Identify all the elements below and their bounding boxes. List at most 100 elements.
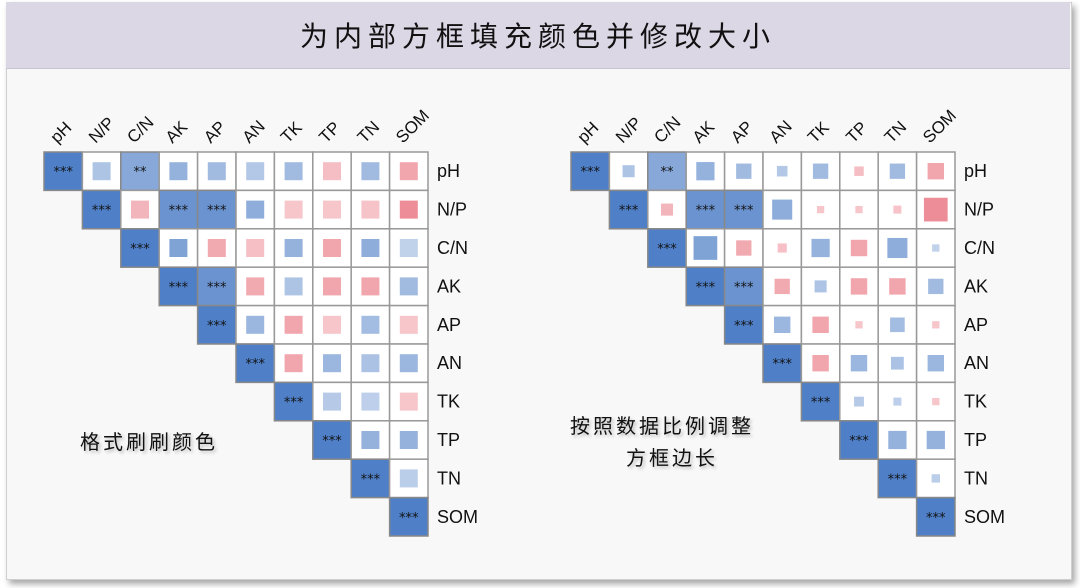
correlation-square (169, 239, 188, 257)
correlation-square (693, 236, 718, 260)
correlation-square (284, 162, 303, 181)
correlation-square (323, 200, 341, 219)
correlation-square (399, 239, 418, 257)
correlation-square (927, 162, 945, 180)
matrix-cell (235, 304, 276, 345)
slide-title: 为内部方框填充颜色并修改大小 (299, 20, 776, 53)
significance-stars: *** (53, 165, 73, 180)
correlation-square (246, 277, 265, 296)
correlation-square (246, 315, 265, 334)
significance-stars: *** (734, 204, 754, 219)
significance-stars: ** (661, 165, 675, 180)
correlation-square (246, 162, 265, 181)
correlation-square (932, 397, 940, 406)
correlation-square (284, 354, 303, 373)
matrix-cell (350, 304, 391, 345)
significance-stars: *** (888, 472, 908, 487)
significant-cell (608, 189, 649, 230)
row-label: SOM (964, 507, 1005, 527)
correlation-square (812, 316, 829, 334)
significant-cell (647, 228, 687, 268)
column-label: AK (689, 117, 719, 147)
correlation-square (284, 239, 303, 257)
correlation-square (361, 162, 380, 181)
correlation-square (932, 244, 940, 252)
correlation-square (399, 162, 418, 181)
significance-stars: *** (92, 204, 112, 219)
correlation-square (889, 278, 906, 295)
correlation-square (850, 278, 868, 295)
correlation-square (399, 431, 418, 449)
column-label: N/P (612, 113, 645, 146)
correlation-square (932, 321, 940, 329)
significant-cell (800, 381, 841, 422)
correlation-square (891, 356, 904, 370)
row-label: TK (964, 392, 987, 412)
significant-cell (312, 420, 352, 460)
significant-cell (120, 151, 160, 192)
row-label: pH (437, 161, 460, 181)
correlation-square (850, 354, 868, 372)
correlation-square (323, 315, 341, 334)
row-label: pH (964, 161, 987, 181)
correlation-square (893, 205, 902, 214)
correlation-square (399, 354, 418, 373)
significance-stars: *** (619, 204, 639, 219)
correlation-square (927, 354, 945, 372)
row-label: AK (437, 276, 461, 296)
row-label: AP (964, 315, 988, 335)
correlation-square (284, 277, 303, 296)
note-right-line1: 按照数据比例调整 (570, 414, 754, 438)
row-label: TP (964, 430, 987, 450)
row-label: TN (437, 468, 461, 488)
significance-stars: *** (657, 242, 677, 257)
correlation-square (814, 280, 827, 293)
correlation-square (399, 469, 418, 488)
correlation-square (361, 239, 380, 257)
column-label: C/N (650, 113, 684, 147)
column-label: TK (804, 118, 833, 147)
column-label: SOM (919, 106, 960, 147)
title-bar: 为内部方框填充颜色并修改大小 (6, 2, 1070, 69)
matrix-cell (350, 266, 391, 307)
row-label: TP (437, 430, 460, 450)
row-label: AN (964, 353, 989, 373)
significance-stars: *** (580, 165, 600, 180)
significant-cell (723, 304, 764, 345)
significant-cell (158, 266, 199, 307)
significant-cell (235, 343, 276, 384)
significance-stars: *** (696, 204, 716, 219)
significance-stars: *** (245, 357, 265, 372)
correlation-square (399, 200, 418, 219)
correlation-square (131, 200, 149, 219)
correlation-square (246, 239, 265, 257)
correlation-square (855, 205, 863, 214)
correlation-square (361, 277, 380, 296)
row-label: N/P (964, 200, 994, 220)
significance-stars: *** (734, 280, 754, 295)
correlation-square (284, 315, 303, 334)
correlation-square (931, 474, 940, 483)
correlation-square (889, 163, 906, 179)
correlation-square (361, 431, 380, 449)
correlation-square (816, 205, 825, 214)
significant-cell (915, 496, 956, 537)
correlation-square (622, 165, 635, 178)
row-label: C/N (437, 238, 468, 258)
significance-stars: *** (322, 434, 342, 449)
correlation-square (361, 200, 380, 219)
significance-stars: ** (134, 165, 148, 180)
significant-cell (43, 151, 84, 192)
column-label: AP (727, 117, 756, 146)
correlation-square (923, 197, 948, 222)
significant-cell (350, 458, 391, 499)
correlation-square (774, 278, 790, 295)
correlation-square (777, 243, 787, 253)
correlation-square (772, 199, 793, 220)
correlation-square (811, 238, 830, 258)
row-label: AN (437, 353, 462, 373)
correlation-square (736, 240, 752, 256)
correlation-square (169, 162, 188, 181)
correlation-square (323, 392, 341, 411)
significance-stars: *** (811, 396, 831, 411)
